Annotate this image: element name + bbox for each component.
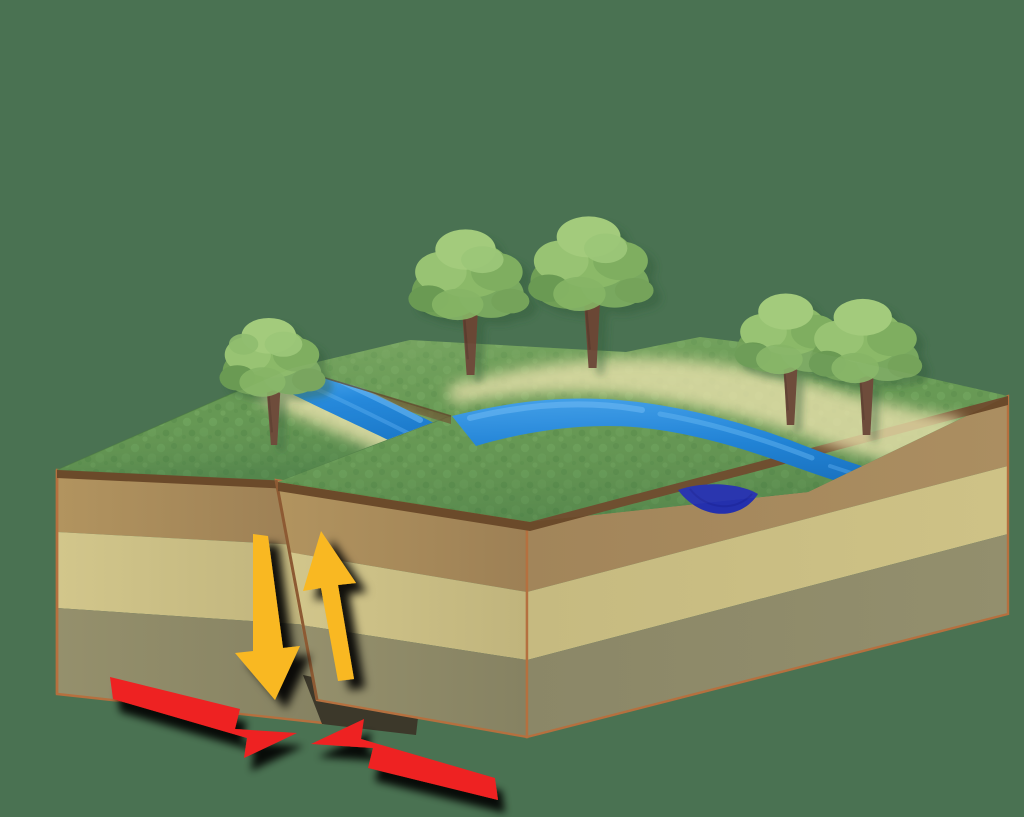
rock-layer-1-side	[527, 396, 1008, 592]
motion-arrows	[235, 531, 356, 700]
compression-arrow-left	[110, 677, 297, 758]
river-cross-section	[678, 484, 758, 514]
hangingwall-soil-rim-front	[278, 482, 530, 531]
tree-right-2	[808, 298, 923, 435]
footwall-down-arrow	[235, 534, 300, 700]
tree-left-1	[219, 317, 326, 445]
rock-layer-1-hangingwall	[276, 480, 527, 592]
rock-layer-3-hangingwall	[301, 625, 527, 737]
tree-center-1	[408, 229, 530, 375]
footwall-front-face	[55, 468, 325, 725]
stress-arrows	[110, 677, 498, 800]
tree-center-2	[528, 216, 654, 368]
rock-layer-1-footwall	[57, 470, 299, 545]
hangingwall-up-arrow	[303, 531, 356, 681]
rock-layer-2-footwall	[57, 532, 310, 625]
rock-layer-2-side	[527, 466, 1008, 660]
footwall-soil-rim	[57, 470, 291, 489]
trees	[219, 216, 923, 445]
rock-layer-3-side	[527, 534, 1008, 737]
fault-trace-line	[274, 479, 319, 701]
compression-arrow-right	[311, 719, 498, 800]
river-segment-hangingwall	[452, 398, 940, 504]
